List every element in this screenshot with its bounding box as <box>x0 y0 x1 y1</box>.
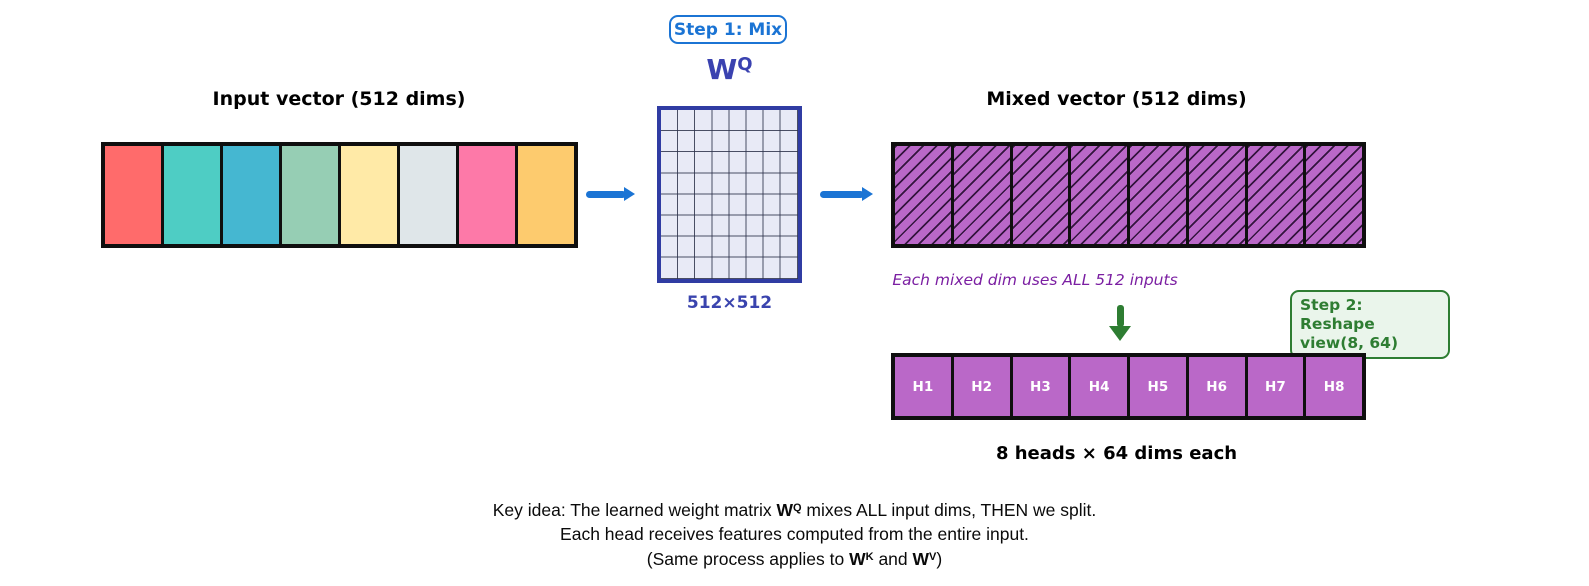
key-idea-line2: Each head receives features computed fro… <box>560 523 1029 544</box>
input-vector-segment <box>400 146 459 244</box>
head-segment: H8 <box>1306 357 1362 416</box>
key-idea-line1-post: mixes ALL input dims, THEN we split. <box>801 500 1097 520</box>
step2-reshape-badge: Step 2: Reshape view(8, 64) <box>1290 290 1450 359</box>
w-symbol: W <box>912 549 930 569</box>
mixed-vector-segment <box>953 146 1013 244</box>
head-segment: H3 <box>1012 357 1072 416</box>
w-symbol: W <box>776 500 793 520</box>
arrow-reshape-down-icon <box>1106 305 1134 341</box>
arrow-input-to-matrix-icon <box>586 187 635 201</box>
q-superscript: Q <box>792 502 802 514</box>
weight-matrix-symbol-base: W <box>706 53 738 86</box>
key-idea-wq: WQ <box>776 500 801 520</box>
arrow-shaft <box>586 190 626 198</box>
mixed-vector-segment <box>895 146 954 244</box>
key-idea-line3-post: ) <box>936 549 943 569</box>
key-idea-wk: WK <box>849 549 873 569</box>
mixed-vector-segment <box>1071 146 1130 244</box>
key-idea-line3: (Same process applies to WK and WV) <box>0 546 1589 572</box>
arrow-shaft <box>820 190 864 198</box>
mixed-vector-segment <box>1130 146 1189 244</box>
input-vector-segment <box>223 146 282 244</box>
key-idea-text: Key idea: The learned weight matrix WQ m… <box>0 497 1589 572</box>
head-segment: H6 <box>1188 357 1248 416</box>
head-segment: H5 <box>1130 357 1189 416</box>
arrow-matrix-to-mixed-icon <box>820 187 873 201</box>
input-vector-segment <box>164 146 223 244</box>
weight-matrix-symbol: WQ <box>657 49 802 86</box>
key-idea-line3-pre: (Same process applies to <box>646 549 850 569</box>
input-vector-segment <box>341 146 400 244</box>
step2-reshape-badge-line1: Step 2: Reshape <box>1300 296 1375 333</box>
key-idea-line1: Key idea: The learned weight matrix WQ m… <box>0 497 1589 523</box>
input-vector-segment <box>105 146 164 244</box>
mixed-vector-note: Each mixed dim uses ALL 512 inputs <box>892 271 1178 289</box>
k-superscript: K <box>865 551 874 563</box>
step2-reshape-badge-line2: view(8, 64) <box>1300 334 1399 352</box>
weight-matrix-size-label: 512×512 <box>686 293 773 313</box>
mixed-vector-segment <box>1012 146 1072 244</box>
key-idea-wv: WV <box>913 549 937 569</box>
arrow-head <box>1109 326 1131 341</box>
head-segment: H2 <box>953 357 1013 416</box>
input-vector-segment <box>282 146 341 244</box>
head-segment: H1 <box>895 357 954 416</box>
key-idea-line3-mid: and <box>873 549 913 569</box>
arrow-shaft <box>1116 305 1124 327</box>
arrow-head <box>862 187 873 201</box>
mixed-vector-title: Mixed vector (512 dims) <box>986 88 1247 110</box>
weight-matrix-grid <box>657 106 802 283</box>
head-segment: H7 <box>1247 357 1307 416</box>
mixed-vector-segment <box>1188 146 1248 244</box>
heads-caption: 8 heads × 64 dims each <box>995 443 1238 464</box>
v-superscript: V <box>929 551 937 563</box>
arrow-head <box>624 187 635 201</box>
key-idea-line1-pre: Key idea: The learned weight matrix <box>492 500 777 520</box>
mixed-vector-segment <box>1306 146 1362 244</box>
mixed-vector-bar <box>891 142 1366 248</box>
input-vector-bar <box>101 142 578 248</box>
w-symbol: W <box>849 549 866 569</box>
input-vector-segment <box>518 146 574 244</box>
input-vector-segment <box>459 146 518 244</box>
weight-matrix-symbol-superscript: Q <box>737 54 753 75</box>
mixed-vector-segment <box>1247 146 1307 244</box>
step1-mix-badge: Step 1: Mix <box>669 15 787 44</box>
input-vector-title: Input vector (512 dims) <box>212 88 466 110</box>
head-segment: H4 <box>1071 357 1130 416</box>
